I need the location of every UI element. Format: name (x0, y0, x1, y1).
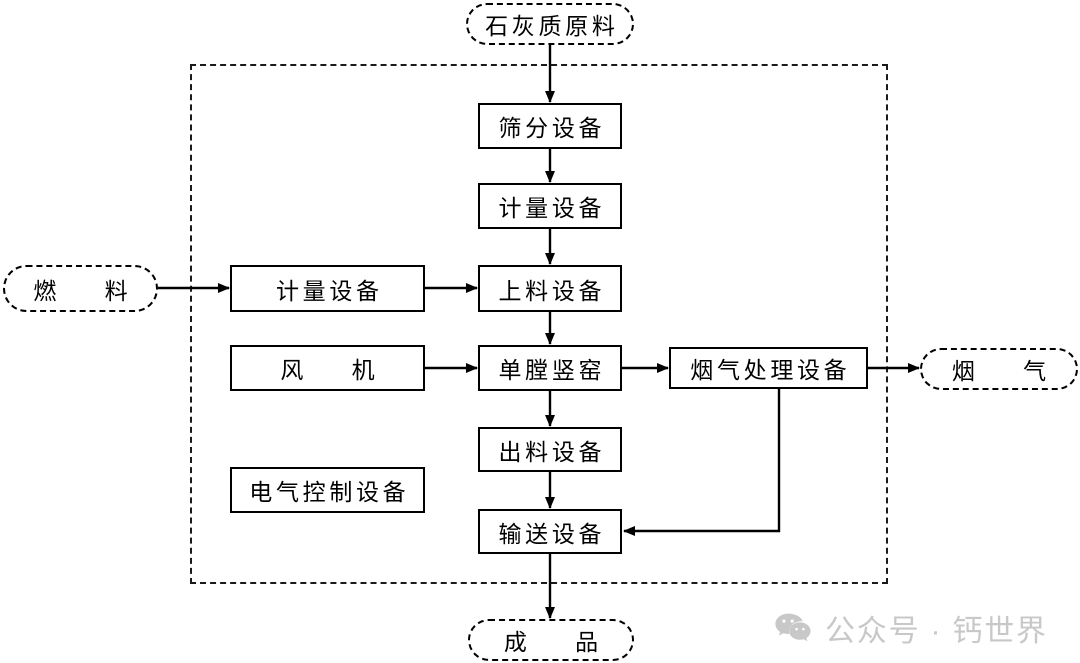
node-feeding-equipment[interactable]: 上料设备 (478, 265, 622, 312)
watermark: 公众号 · 钙世界 (775, 613, 1048, 651)
node-finished-product[interactable]: 成 品 (468, 619, 634, 661)
node-label: 计量设备 (275, 278, 383, 304)
node-single-shaft-kiln[interactable]: 单膛竖窑 (478, 345, 622, 391)
node-screening-equipment[interactable]: 筛分设备 (478, 103, 622, 149)
node-discharge-equipment[interactable]: 出料设备 (478, 427, 622, 472)
node-label: 输送设备 (498, 521, 606, 547)
node-label: 风 机 (280, 358, 388, 383)
system-boundary (190, 64, 888, 584)
node-label: 成 品 (503, 630, 611, 655)
node-label: 烟气处理设备 (690, 358, 851, 383)
node-electrical-control-equipment[interactable]: 电气控制设备 (230, 467, 425, 513)
node-label: 电气控制设备 (249, 480, 410, 505)
node-fan[interactable]: 风 机 (230, 345, 425, 391)
node-metering-equipment-center[interactable]: 计量设备 (478, 183, 622, 229)
node-label: 出料设备 (498, 439, 606, 465)
node-flue-gas-treatment-equipment[interactable]: 烟气处理设备 (669, 347, 868, 389)
node-label: 燃 料 (33, 278, 141, 304)
node-raw-material[interactable]: 石灰质原料 (466, 3, 634, 45)
node-label: 计量设备 (498, 196, 606, 221)
watermark-text: 公众号 · 钙世界 (825, 615, 1048, 648)
node-label: 筛分设备 (498, 116, 606, 141)
node-metering-equipment-fuel[interactable]: 计量设备 (230, 265, 425, 312)
node-fuel[interactable]: 燃 料 (3, 265, 158, 312)
node-conveying-equipment[interactable]: 输送设备 (478, 509, 622, 554)
wechat-icon (775, 613, 811, 651)
node-label: 单膛竖窑 (498, 358, 606, 383)
node-label: 上料设备 (498, 278, 606, 304)
node-label: 石灰质原料 (485, 14, 619, 39)
node-label: 烟 气 (951, 359, 1059, 384)
node-flue-gas[interactable]: 烟 气 (920, 348, 1078, 390)
